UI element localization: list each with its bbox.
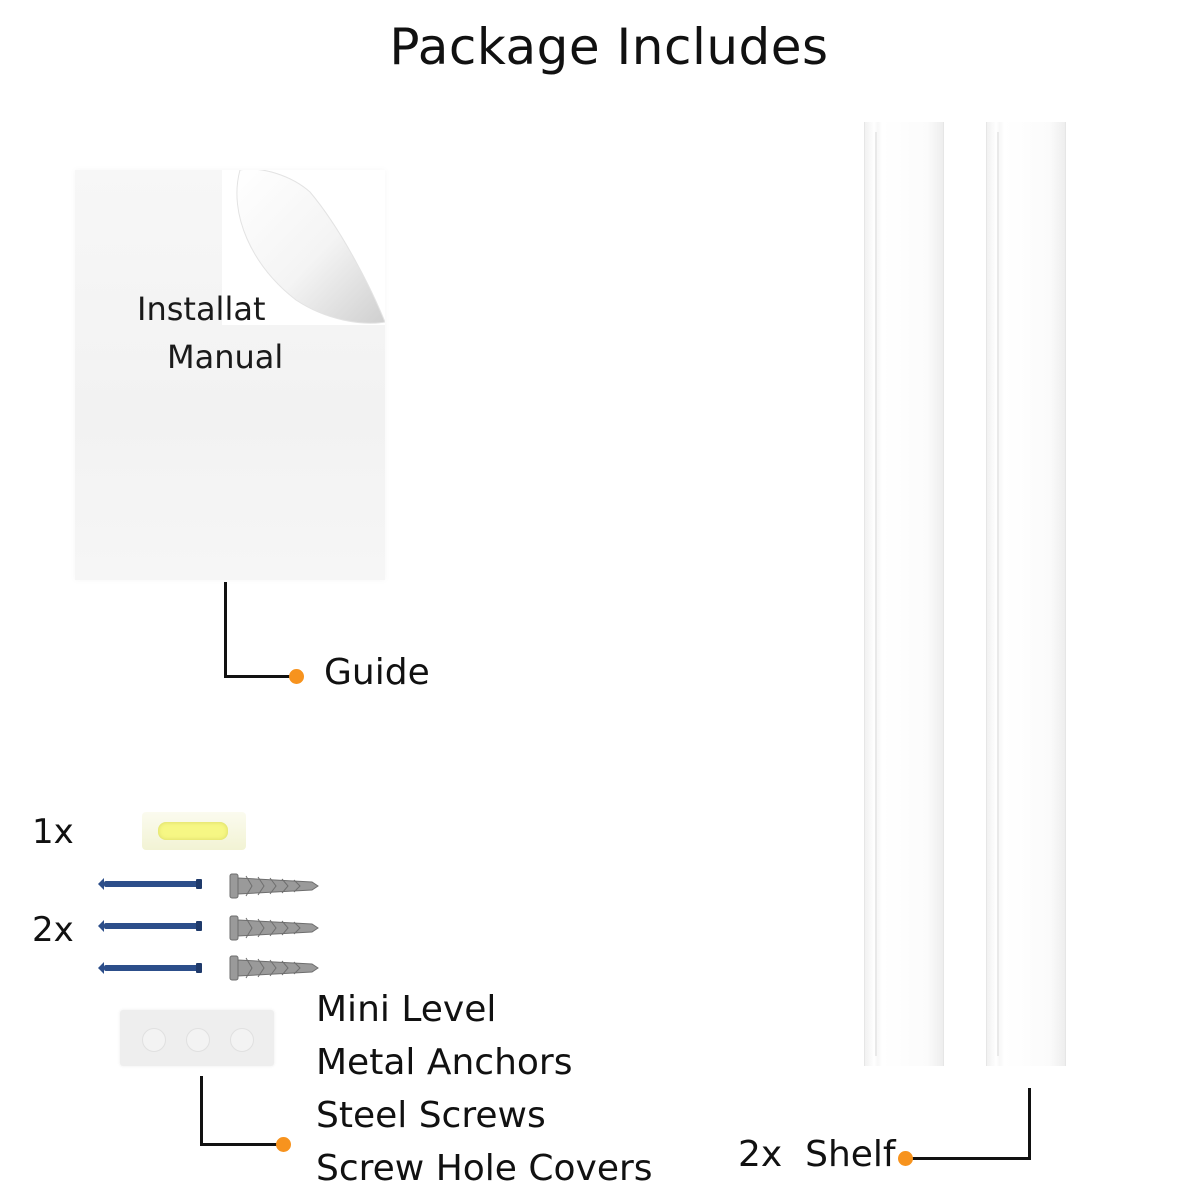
- guide-callout-dot: [289, 669, 304, 684]
- guide-callout-horizontal: [224, 675, 292, 678]
- hole-cover-cap: [186, 1028, 210, 1052]
- screws-and-anchors-icon: [98, 873, 319, 981]
- shelf-rail-groove: [875, 132, 877, 1056]
- item-steel-screws: Steel Screws: [316, 1095, 546, 1136]
- hardware-item-list: Mini Level Metal Anchors Steel Screws Sc…: [316, 983, 653, 1195]
- shelf-callout-horizontal: [910, 1157, 1031, 1160]
- manual-title-line1: Installat: [137, 290, 266, 328]
- mini-level-icon: [142, 812, 246, 850]
- hole-cover-cap: [142, 1028, 166, 1052]
- steel-screws-icon: [98, 878, 202, 974]
- hardware-callout-horizontal: [200, 1143, 278, 1146]
- manual-title-line2: Manual: [167, 338, 284, 376]
- mini-level-quantity: 1x: [32, 812, 74, 852]
- shelf-rail-2: [986, 122, 1066, 1066]
- screw-hole-covers-icon: [120, 1010, 274, 1066]
- level-vial: [158, 822, 228, 840]
- metal-anchors-icon: [229, 873, 319, 981]
- shelf-rail-1: [864, 122, 944, 1066]
- screws-quantity: 2x: [32, 910, 74, 950]
- page-title: Package Includes: [389, 18, 829, 76]
- hardware-callout-vertical: [200, 1076, 203, 1146]
- guide-label: Guide: [324, 652, 430, 693]
- guide-callout-vertical: [224, 582, 227, 678]
- hole-cover-cap: [230, 1028, 254, 1052]
- shelf-rail-groove: [997, 132, 999, 1056]
- item-metal-anchors: Metal Anchors: [316, 1042, 573, 1083]
- shelf-label: 2x Shelf: [738, 1134, 896, 1175]
- hardware-callout-dot: [276, 1137, 291, 1152]
- shelf-callout-vertical: [1028, 1088, 1031, 1160]
- item-mini-level: Mini Level: [316, 989, 497, 1030]
- page-curl-icon: [222, 170, 385, 325]
- item-screw-hole-covers: Screw Hole Covers: [316, 1148, 653, 1189]
- shelf-callout-dot: [898, 1151, 913, 1166]
